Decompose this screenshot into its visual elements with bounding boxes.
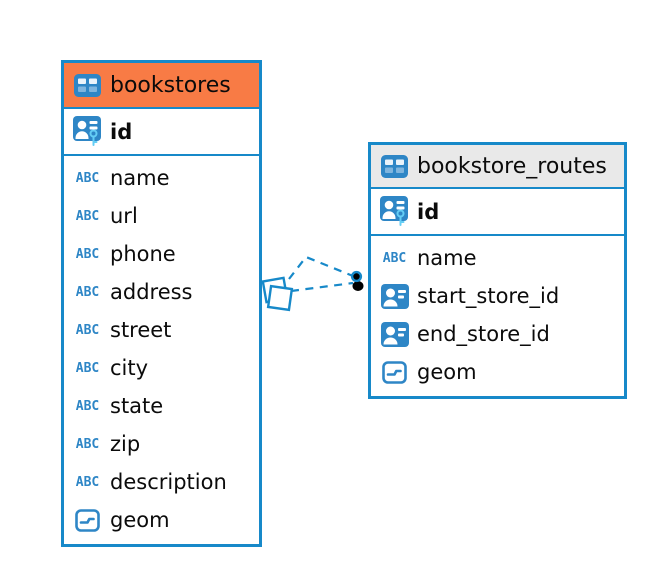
field-row-state[interactable]: ABC state [64,387,259,425]
text-icon: ABC [75,474,100,490]
text-icon: ABC [75,436,100,452]
relationship-source-marker[interactable] [261,276,294,312]
relationship-line-lower[interactable] [290,281,354,293]
text-icon: ABC [75,360,100,376]
foreign-key-icon [380,283,409,309]
field-row-description[interactable]: ABC description [64,463,259,501]
primary-key-row[interactable]: id [371,189,624,236]
field-label: city [110,356,149,380]
primary-key-row[interactable]: id [64,109,259,156]
text-icon: ABC [75,322,100,338]
table-bookstores-header[interactable]: bookstores [64,63,259,109]
field-label: zip [110,432,141,456]
field-label: state [110,394,164,418]
field-row-geom[interactable]: geom [64,501,259,539]
relationship-endpoint-dot[interactable] [350,270,363,283]
primary-key-icon [73,116,102,147]
text-icon: ABC [75,284,100,300]
field-label: street [110,318,172,342]
table-bookstore-routes[interactable]: bookstore_routes id ABC name start_store_i… [368,142,627,399]
relationship-line-upper[interactable] [288,255,354,280]
field-label: name [417,246,477,270]
field-row-name[interactable]: ABC name [64,159,259,197]
text-icon: ABC [75,398,100,414]
text-icon: ABC [382,250,407,266]
table-icon [73,73,102,97]
field-label: description [110,470,227,494]
table-bookstore-routes-header[interactable]: bookstore_routes [371,145,624,189]
text-icon: ABC [75,170,100,186]
field-label: geom [110,508,170,532]
field-row-start_store_id[interactable]: start_store_id [371,277,624,315]
table-name: bookstore_routes [417,153,607,179]
field-label: name [110,166,170,190]
field-label: address [110,280,193,304]
geometry-icon [73,508,102,532]
field-row-phone[interactable]: ABC phone [64,235,259,273]
field-label: end_store_id [417,322,550,346]
field-row-city[interactable]: ABC city [64,349,259,387]
field-label: phone [110,242,176,266]
foreign-key-icon [380,321,409,347]
field-row-end_store_id[interactable]: end_store_id [371,315,624,353]
text-icon: ABC [75,208,100,224]
table-icon [380,154,409,178]
field-row-zip[interactable]: ABC zip [64,425,259,463]
relationship-endpoint-dot-back[interactable] [352,281,364,291]
field-row-address[interactable]: ABC address [64,273,259,311]
geometry-icon [380,360,409,384]
field-row-url[interactable]: ABC url [64,197,259,235]
primary-key-icon [380,196,409,227]
field-label: url [110,204,138,228]
primary-key-label: id [110,119,133,144]
primary-key-label: id [417,199,440,224]
text-icon: ABC [75,246,100,262]
field-row-name[interactable]: ABC name [371,239,624,277]
table-name: bookstores [110,72,231,98]
field-label: start_store_id [417,284,560,308]
field-row-street[interactable]: ABC street [64,311,259,349]
field-label: geom [417,360,477,384]
field-row-geom[interactable]: geom [371,353,624,391]
